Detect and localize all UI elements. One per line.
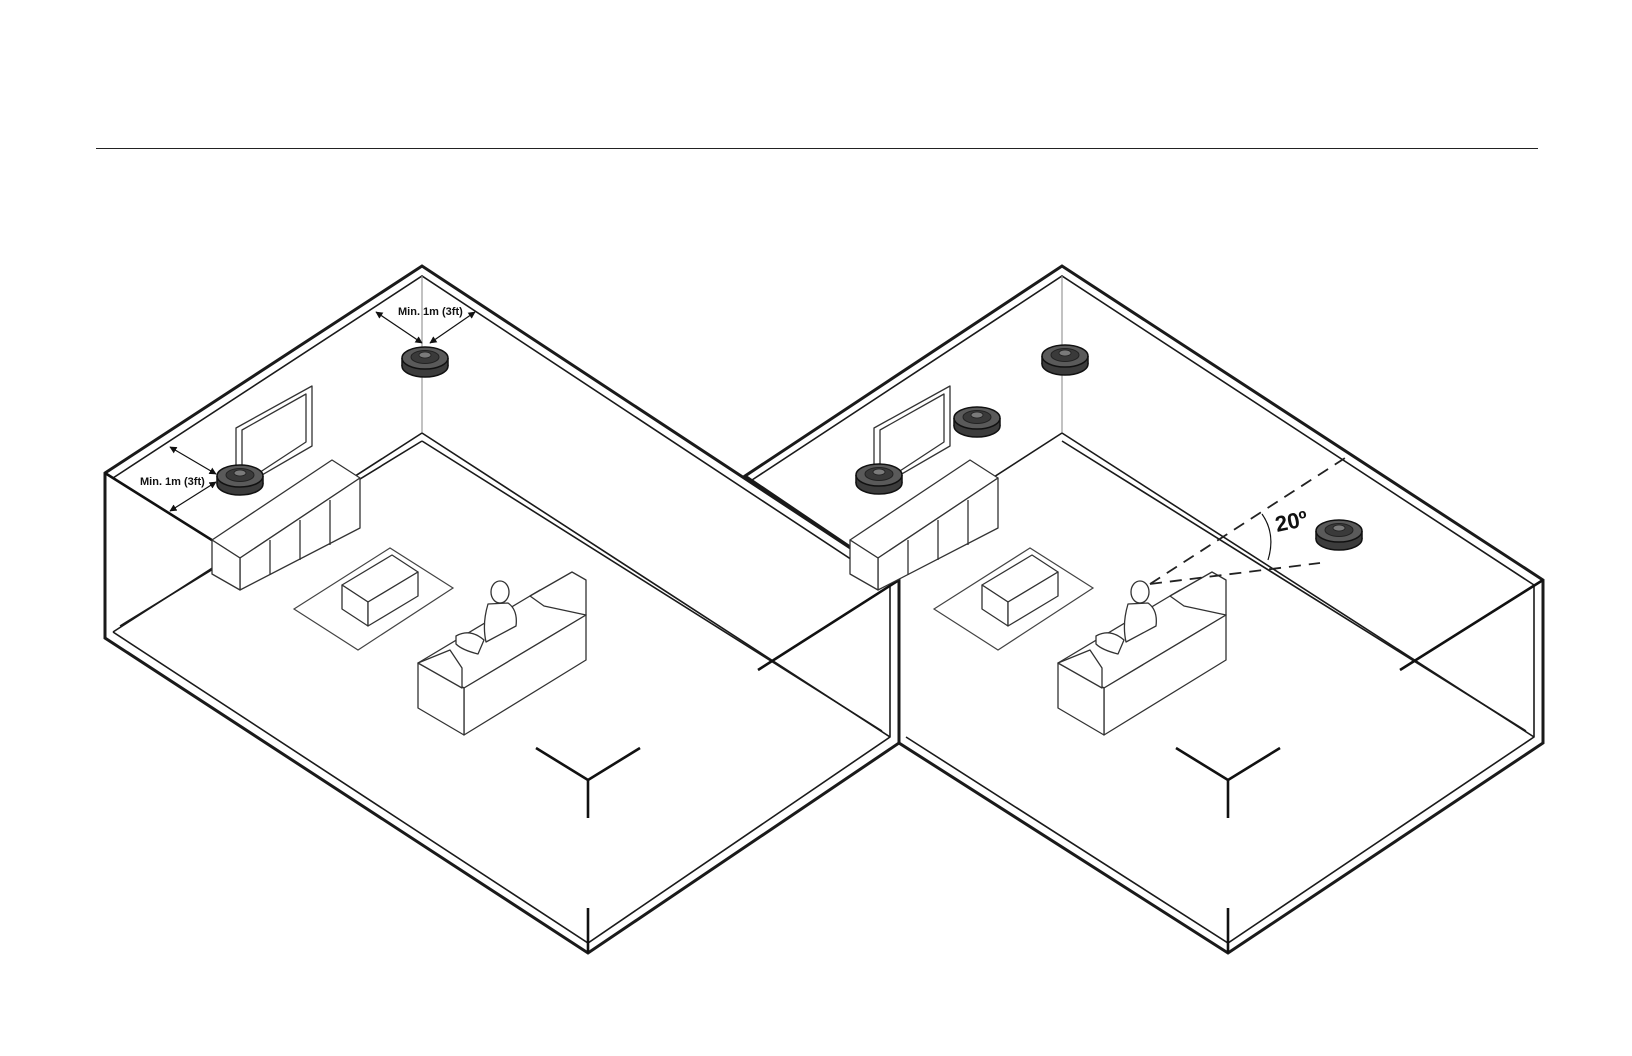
room-left: Min. 1m (3ft) Min. 1m (3ft) — [105, 266, 899, 953]
clearance-dimension-top: Min. 1m (3ft) — [376, 306, 475, 343]
speaker-back-corner-left — [402, 347, 448, 377]
listening-angle-indicator: 20º — [1150, 458, 1345, 584]
clearance-label-top: Min. 1m (3ft) — [398, 306, 463, 318]
speaker-front-right-a — [856, 464, 902, 494]
room-right: 20º — [745, 266, 1543, 953]
speaker-back-corner-right — [1042, 345, 1088, 375]
speaker-side-wall-right — [1316, 520, 1362, 550]
speaker-front-left — [217, 465, 263, 495]
speaker-front-right-b — [954, 407, 1000, 437]
axis-indicator-right — [1176, 748, 1280, 953]
room-left-wall-cut-right — [758, 580, 899, 670]
clearance-label-side: Min. 1m (3ft) — [140, 476, 205, 488]
axis-indicator-left — [536, 748, 640, 953]
angle-label: 20º — [1273, 506, 1310, 537]
room-right-wall-cut-right — [1400, 580, 1543, 670]
